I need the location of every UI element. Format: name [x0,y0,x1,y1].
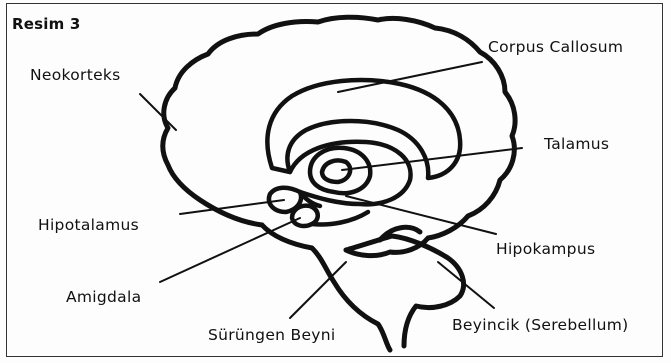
hipotalamus-leader [180,200,284,214]
figure-caption: Resim 3 [12,15,80,33]
label-hipotalamus: Hipotalamus [38,216,139,234]
label-talamus: Talamus [544,135,609,153]
neokorteks-leader [140,94,176,130]
talamus-inner [322,160,350,182]
label-hipokampus: Hipokampus [496,240,595,258]
label-neokorteks: Neokorteks [30,66,121,84]
talamus-leader [342,148,522,170]
label-amigdala: Amigdala [66,288,141,306]
amigdala-leader [160,218,300,282]
beyincik-leader [438,262,494,308]
hipokampus-shape [312,212,368,225]
label-surungen-beyni: Sürüngen Beyni [208,326,335,344]
talamus-shape [310,148,370,193]
label-corpus-callosum: Corpus Callosum [488,38,623,56]
neokorteks-outline [163,17,515,255]
label-beyincik: Beyincik (Serebellum) [452,316,628,334]
